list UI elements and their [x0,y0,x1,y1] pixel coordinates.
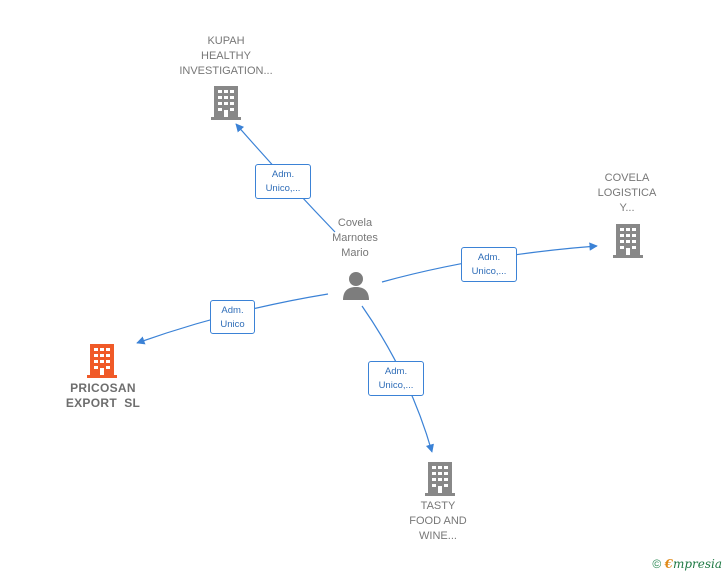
building-icon-covela-logistica[interactable] [612,222,644,258]
edge-label-tasty[interactable]: Adm. Unico,... [368,361,424,396]
copyright-symbol: © [652,557,662,571]
empresia-watermark: © €mpresia [652,557,722,571]
company-label-kupah: KUPAH HEALTHY INVESTIGATION... [179,35,273,77]
company-label-tasty: TASTY FOOD AND WINE... [409,500,467,542]
edge-label-kupah[interactable]: Adm. Unico,... [255,164,311,199]
company-label-pricosan: PRICOSAN EXPORT SL [65,381,141,410]
brand-logo: €mpresia [664,557,722,571]
company-label-covela-logistica: COVELA LOGISTICA Y... [597,172,657,214]
building-icon-pricosan[interactable] [86,342,118,378]
building-icon-kupah[interactable] [210,84,242,120]
person-icon[interactable] [340,270,372,300]
building-icon-tasty[interactable] [424,460,456,496]
edge-label-covela-logistica[interactable]: Adm. Unico,... [461,247,517,282]
person-label: Covela Marnotes Mario [332,217,378,259]
edge-label-pricosan[interactable]: Adm. Unico [210,300,255,334]
